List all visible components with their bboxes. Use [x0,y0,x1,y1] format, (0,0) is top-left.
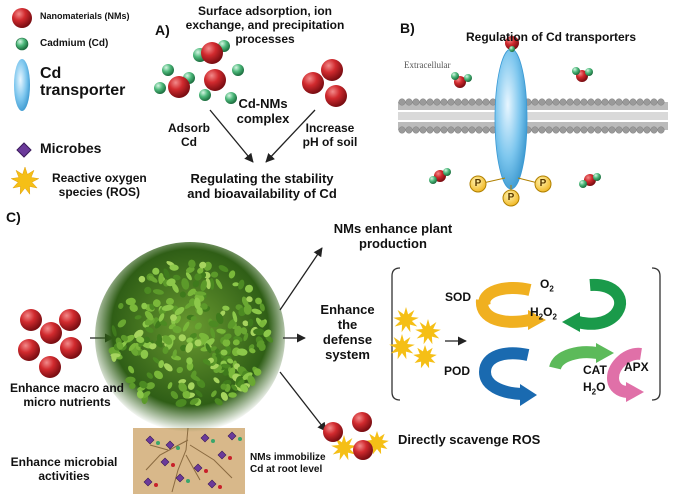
bracket-right [651,267,661,401]
panel-b-title: Regulation of Cd transporters [466,30,637,44]
increase-ph-label: Increase pH of soil [302,121,358,149]
legend-transporter-label: Cd transporter [40,65,126,99]
o2-arrow [562,278,626,332]
pod-label: POD [444,364,471,378]
phosphorylation-sites [469,175,552,207]
regulating-stability-label: Regulating the stability and bioavailabi… [187,171,337,201]
legend-nm-icon [12,8,32,28]
phospho-site-3: P [539,178,547,189]
bracket-left [391,267,401,401]
arrow-increase-ph [265,109,316,163]
macro-micro-label: Enhance macro and micro nutrients [9,381,125,409]
arrow-plant-production [279,247,323,311]
pod-arrow [478,347,537,406]
phospho-site-1: P [474,178,482,189]
legend-cd-icon [15,37,29,51]
phospho-site-2: P [507,192,515,203]
cell-membrane [398,98,668,134]
apx-label: APX [624,360,649,374]
panel-b-label: B) [400,20,415,36]
nm-cd-pair-outside [451,67,593,88]
legend-ros-icon [10,166,40,195]
legend-microbe-icon [16,142,32,158]
legend-transporter-icon [14,59,30,111]
panel-a-title: Surface adsorption, ion exchange, and pr… [185,4,345,46]
microbial-activities-label: Enhance microbial activities [10,455,118,483]
cd-ion-top [505,36,519,52]
cd-transporter-protein [494,48,528,190]
o2-label: O2 [540,277,554,294]
scavenge-cluster [323,412,389,461]
immobilize-cd-label: NMs immobilize Cd at root level [250,452,326,475]
soil-block [133,427,245,494]
sod-arrow [476,281,546,330]
h2o-label: H2O [583,380,606,397]
cat-label: CAT [583,363,607,377]
cd-nms-complex-label: Cd-NMs complex [236,96,290,126]
sod-label: SOD [445,290,472,304]
nm-cluster-right [302,59,347,107]
cat-arrow [549,343,614,371]
extracellular-label: Extracellular [404,60,451,70]
arrow-adsorb [209,109,254,163]
cd-nm-complex-cluster [154,40,244,104]
plant-bush [95,242,285,432]
panel-c-label: C) [6,209,21,225]
plant-production-label: NMs enhance plant production [333,221,453,251]
legend-microbes-label: Microbes [40,140,102,156]
legend-ros-label: Reactive oxygen species (ROS) [52,171,147,199]
adsorb-cd-label: Adsorb Cd [168,121,210,149]
legend-cd-label: Cadmium (Cd) [40,38,109,49]
defense-system-label: Enhance the defense system [320,302,375,362]
h2o2-label: H2O2 [530,305,557,322]
panel-a-label: A) [155,22,170,38]
nm-cluster-left [18,309,82,378]
legend-nm-label: Nanomaterials (NMs) [40,11,130,21]
ros-cluster [389,307,441,369]
nm-cd-pair-inside [429,168,601,188]
scavenge-ros-label: Directly scavenge ROS [398,432,541,447]
apx-arrow [606,347,644,402]
arrow-scavenge [279,371,327,432]
